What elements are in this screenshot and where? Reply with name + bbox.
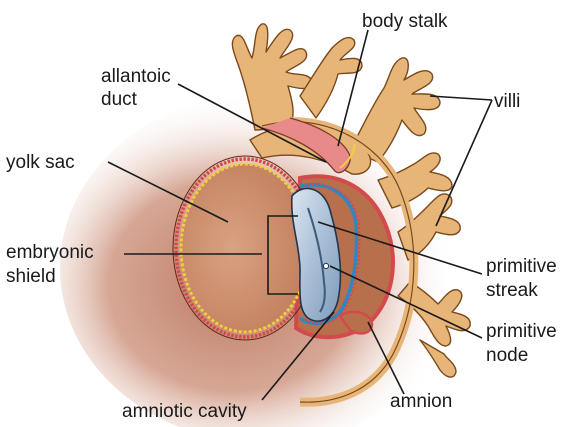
label-yolk-sac: yolk sac	[6, 152, 75, 173]
label-embryonic-shield-line1: embryonic	[6, 242, 94, 263]
label-allantoic-duct-line1: allantoic	[101, 66, 171, 87]
label-primitive-streak-line1: primitive	[486, 256, 557, 277]
label-primitive-node-line1: primitive	[486, 321, 557, 342]
pointer-villi-lower	[436, 100, 492, 226]
label-embryonic-shield-line2: shield	[6, 266, 56, 287]
label-body-stalk: body stalk	[362, 11, 448, 32]
primitive-node-dot	[323, 263, 328, 268]
label-villi: villi	[494, 91, 520, 112]
label-primitive-node-line2: node	[486, 345, 528, 366]
label-primitive-streak-line2: streak	[486, 280, 538, 301]
label-amnion: amnion	[390, 391, 452, 412]
label-allantoic-duct-line2: duct	[101, 89, 138, 110]
label-amniotic-cavity: amniotic cavity	[122, 401, 247, 422]
